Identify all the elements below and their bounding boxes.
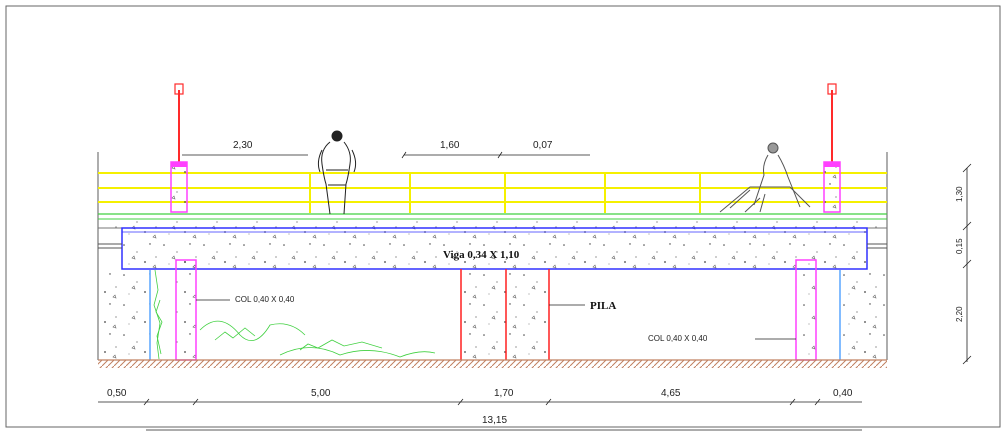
central-pier xyxy=(461,269,549,360)
deck-surface xyxy=(98,213,887,229)
column-left-label: COL 0,40 X 0,40 xyxy=(235,295,295,304)
bottom-dim-3: 1,70 xyxy=(494,388,514,399)
ground xyxy=(98,360,887,368)
railing xyxy=(98,172,887,213)
bottom-dimension-line xyxy=(98,398,862,406)
top-dimensions xyxy=(182,151,590,159)
column-left xyxy=(175,259,197,361)
drawing-border xyxy=(5,5,1001,428)
vertical-dim-beam: 0,15 xyxy=(955,238,964,254)
column-right xyxy=(795,259,817,361)
beam-bearing-right xyxy=(867,243,887,249)
lamp-post-right xyxy=(823,83,841,213)
top-dim-1: 2,30 xyxy=(233,140,253,151)
beam-label: Viga 0,34 X 1,10 xyxy=(443,249,520,261)
vertical-dim-column: 2,20 xyxy=(955,306,964,322)
column-right-label: COL 0,40 X 0,40 xyxy=(648,334,708,343)
bottom-dim-1: 0,50 xyxy=(107,388,127,399)
bottom-dim-2: 5,00 xyxy=(311,388,331,399)
left-abutment xyxy=(98,270,150,360)
bottom-dim-5: 0,40 xyxy=(833,388,853,399)
vegetation xyxy=(153,269,436,360)
pier-label: PILA xyxy=(590,300,616,312)
top-dim-3: 0,07 xyxy=(533,140,553,151)
right-abutment xyxy=(840,270,887,360)
bottom-dim-4: 4,65 xyxy=(661,388,681,399)
total-dim: 13,15 xyxy=(482,415,507,426)
lamp-post-left xyxy=(170,83,188,213)
vertical-dimension-line xyxy=(962,163,972,365)
vertical-dim-railing: 1,30 xyxy=(955,186,964,202)
pedestrian-figure xyxy=(317,130,357,215)
pier-outline xyxy=(460,269,550,360)
beam-bearing-left xyxy=(98,243,122,249)
cyclist-figure xyxy=(719,142,811,213)
top-dim-2: 1,60 xyxy=(440,140,460,151)
